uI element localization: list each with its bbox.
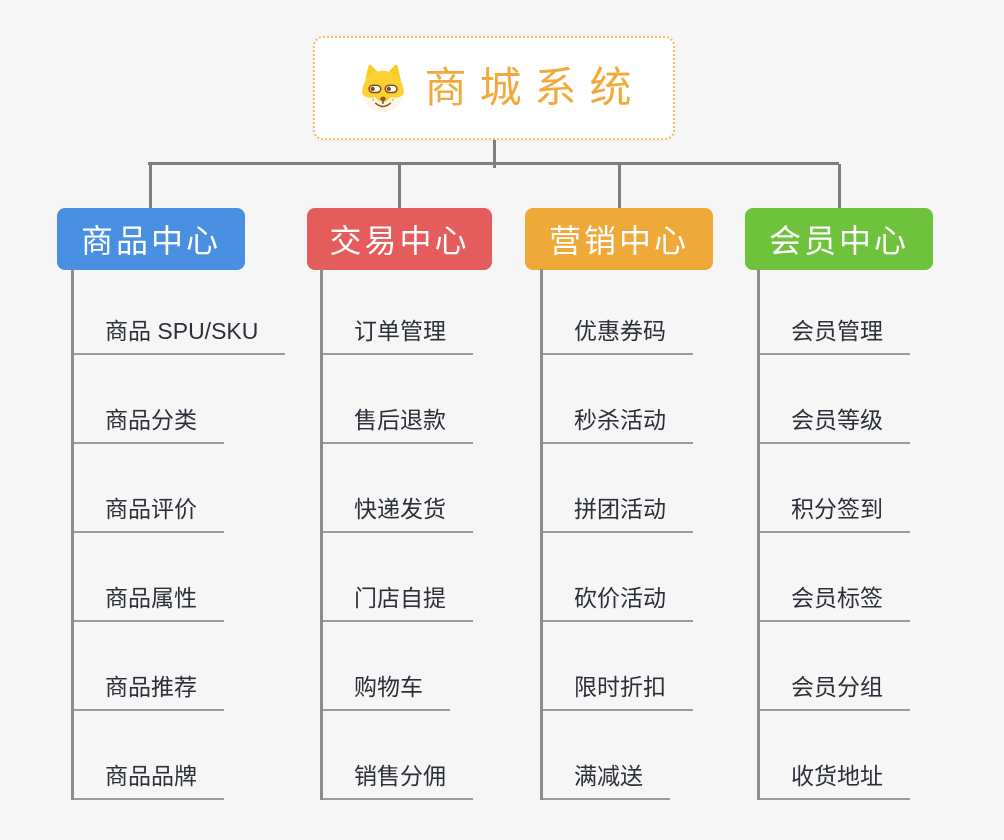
sub-topic-list-trade-center: 订单管理售后退款快递发货门店自提购物车销售分佣 bbox=[320, 269, 473, 800]
sub-topic-list-member-center: 会员管理会员等级积分签到会员标签会员分组收货地址 bbox=[757, 269, 910, 800]
branch-node-member-center[interactable]: 会员中心 bbox=[745, 208, 933, 270]
sub-topic-node[interactable]: 满减送 bbox=[543, 711, 670, 800]
sub-topic-label: 会员等级 bbox=[791, 407, 883, 434]
sub-topic-label: 积分签到 bbox=[791, 496, 883, 523]
connector-drop-branch-1 bbox=[149, 164, 152, 208]
sub-topic-node[interactable]: 商品推荐 bbox=[74, 622, 224, 711]
root-node-mall-system[interactable]: 商城系统 bbox=[313, 36, 675, 140]
sub-topic-label: 售后退款 bbox=[354, 407, 446, 434]
sub-topic-node[interactable]: 销售分佣 bbox=[323, 711, 473, 800]
sub-topic-label: 会员管理 bbox=[791, 318, 883, 345]
dog-face-icon bbox=[362, 64, 405, 113]
sub-topic-node[interactable]: 售后退款 bbox=[323, 355, 473, 444]
sub-topic-node[interactable]: 商品评价 bbox=[74, 444, 224, 533]
sub-topic-node[interactable]: 订单管理 bbox=[323, 269, 473, 355]
sub-topic-node[interactable]: 拼团活动 bbox=[543, 444, 693, 533]
sub-topic-label: 快递发货 bbox=[354, 496, 446, 523]
sub-topic-node[interactable]: 会员标签 bbox=[760, 533, 910, 622]
sub-topic-label: 拼团活动 bbox=[574, 496, 666, 523]
sub-topic-label: 商品 SPU/SKU bbox=[105, 318, 259, 345]
branch-node-marketing-center[interactable]: 营销中心 bbox=[525, 208, 713, 270]
sub-topic-node[interactable]: 商品品牌 bbox=[74, 711, 224, 800]
sub-topic-node[interactable]: 会员管理 bbox=[760, 269, 910, 355]
branch-node-trade-center[interactable]: 交易中心 bbox=[307, 208, 492, 270]
connector-root-stub bbox=[493, 140, 496, 168]
sub-topic-label: 门店自提 bbox=[354, 585, 446, 612]
sub-topic-node[interactable]: 门店自提 bbox=[323, 533, 473, 622]
sub-topic-label: 满减送 bbox=[574, 763, 643, 790]
sub-topic-label: 商品推荐 bbox=[105, 674, 197, 701]
sub-topic-node[interactable]: 积分签到 bbox=[760, 444, 910, 533]
connector-horizontal-line bbox=[148, 162, 839, 165]
sub-topic-node[interactable]: 限时折扣 bbox=[543, 622, 693, 711]
sub-topic-node[interactable]: 会员等级 bbox=[760, 355, 910, 444]
sub-topic-node[interactable]: 砍价活动 bbox=[543, 533, 693, 622]
branch-node-product-center[interactable]: 商品中心 bbox=[57, 208, 245, 270]
sub-topic-node[interactable]: 商品属性 bbox=[74, 533, 224, 622]
sub-topic-node[interactable]: 优惠券码 bbox=[543, 269, 693, 355]
sub-topic-label: 限时折扣 bbox=[574, 674, 666, 701]
sub-topic-label: 销售分佣 bbox=[354, 763, 446, 790]
sub-topic-label: 商品品牌 bbox=[105, 763, 197, 790]
sub-topic-node[interactable]: 会员分组 bbox=[760, 622, 910, 711]
sub-topic-label: 订单管理 bbox=[354, 318, 446, 345]
root-node-title: 商城系统 bbox=[424, 64, 645, 111]
sub-topic-label: 会员分组 bbox=[791, 674, 883, 701]
sub-topic-label: 秒杀活动 bbox=[574, 407, 666, 434]
sub-topic-label: 砍价活动 bbox=[574, 585, 666, 612]
connector-drop-branch-3 bbox=[618, 164, 621, 208]
sub-topic-node[interactable]: 收货地址 bbox=[760, 711, 910, 800]
sub-topic-label: 收货地址 bbox=[791, 763, 883, 790]
sub-topic-node[interactable]: 秒杀活动 bbox=[543, 355, 693, 444]
sub-topic-node[interactable]: 快递发货 bbox=[323, 444, 473, 533]
sub-topic-list-marketing-center: 优惠券码秒杀活动拼团活动砍价活动限时折扣满减送 bbox=[540, 269, 693, 800]
sub-topic-list-product-center: 商品 SPU/SKU 商品分类商品评价商品属性商品推荐商品品牌 bbox=[71, 269, 286, 800]
sub-topic-label: 商品属性 bbox=[105, 585, 197, 612]
sub-topic-label: 商品分类 bbox=[105, 407, 197, 434]
sub-topic-node[interactable]: 商品 SPU/SKU bbox=[74, 269, 286, 355]
connector-drop-branch-4 bbox=[838, 164, 841, 208]
sub-topic-label: 优惠券码 bbox=[574, 318, 666, 345]
sub-topic-node[interactable]: 商品分类 bbox=[74, 355, 224, 444]
sub-topic-label: 商品评价 bbox=[105, 496, 197, 523]
sub-topic-label: 购物车 bbox=[354, 674, 423, 701]
connector-drop-branch-2 bbox=[398, 164, 401, 208]
sub-topic-node[interactable]: 购物车 bbox=[323, 622, 450, 711]
sub-topic-label: 会员标签 bbox=[791, 585, 883, 612]
